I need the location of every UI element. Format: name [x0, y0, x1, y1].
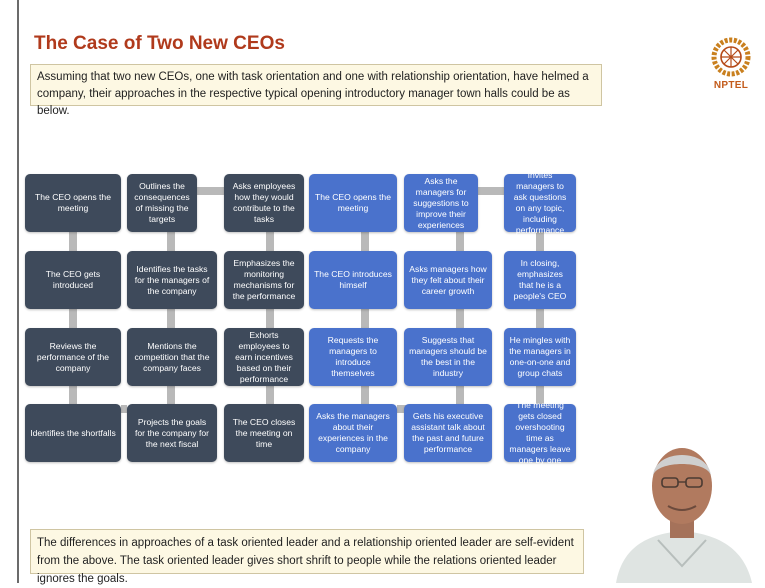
presenter-video-image: [598, 420, 765, 583]
connector: [456, 232, 464, 251]
connector: [266, 309, 274, 328]
task-step-2: The CEO gets introduced: [25, 251, 121, 309]
connector: [167, 385, 175, 404]
relationship-step-11: He mingles with the managers in one-on-o…: [504, 328, 576, 386]
relationship-step-7: Suggests that managers should be the bes…: [404, 328, 492, 386]
task-step-10: Emphasizes the monitoring mechanisms for…: [224, 251, 304, 309]
connector: [121, 405, 127, 413]
task-step-12: The CEO closes the meeting on time: [224, 404, 304, 462]
task-step-7: Mentions the competition that the compan…: [127, 328, 217, 386]
relationship-step-8: Gets his executive assistant talk about …: [404, 404, 492, 462]
relationship-step-12: The meeting gets closed overshooting tim…: [504, 400, 576, 465]
connector: [361, 232, 369, 251]
connector: [266, 385, 274, 404]
connector: [197, 187, 224, 195]
task-step-5: Outlines the consequences of missing the…: [127, 174, 197, 232]
relationship-step-1: The CEO opens the meeting: [309, 174, 397, 232]
connector: [361, 385, 369, 404]
task-step-1: The CEO opens the meeting: [25, 174, 121, 232]
task-step-6: Identifies the tasks for the managers of…: [127, 251, 217, 309]
nptel-logo-icon: [711, 37, 751, 77]
relationship-step-10: In closing, emphasizes that he is a peop…: [504, 251, 576, 309]
relationship-step-2: The CEO introduces himself: [309, 251, 397, 309]
relationship-step-6: Asks managers how they felt about their …: [404, 251, 492, 309]
connector: [456, 385, 464, 404]
connector: [69, 309, 77, 328]
task-step-4: Identifies the shortfalls: [25, 404, 121, 462]
intro-text-box: Assuming that two new CEOs, one with tas…: [30, 64, 602, 117]
slide-title: The Case of Two New CEOs: [34, 33, 285, 54]
connector: [536, 309, 544, 328]
connector: [361, 309, 369, 328]
connector: [167, 309, 175, 328]
connector: [266, 232, 274, 251]
task-step-3: Reviews the performance of the company: [25, 328, 121, 386]
connector: [456, 309, 464, 328]
task-step-9: Asks employees how they would contribute…: [224, 174, 304, 232]
left-border-line: [17, 0, 19, 583]
connector: [397, 405, 410, 413]
connector: [536, 385, 544, 404]
connector: [69, 232, 77, 251]
connector: [69, 385, 77, 404]
task-step-11: Exhorts employees to earn incentives bas…: [224, 328, 304, 386]
connector: [536, 232, 544, 251]
relationship-step-3: Requests the managers to introduce thems…: [309, 328, 397, 386]
task-step-8: Projects the goals for the company for t…: [127, 404, 217, 462]
relationship-step-4: Asks the managers about their experience…: [309, 404, 397, 462]
connector: [478, 187, 504, 195]
connector: [167, 232, 175, 251]
nptel-logo-text: NPTEL: [713, 80, 749, 91]
relationship-step-5: Asks the managers for suggestions to imp…: [404, 174, 478, 232]
conclusion-text-box: The differences in approaches of a task …: [30, 529, 584, 585]
relationship-step-9: Invites managers to ask questions on any…: [504, 170, 576, 235]
